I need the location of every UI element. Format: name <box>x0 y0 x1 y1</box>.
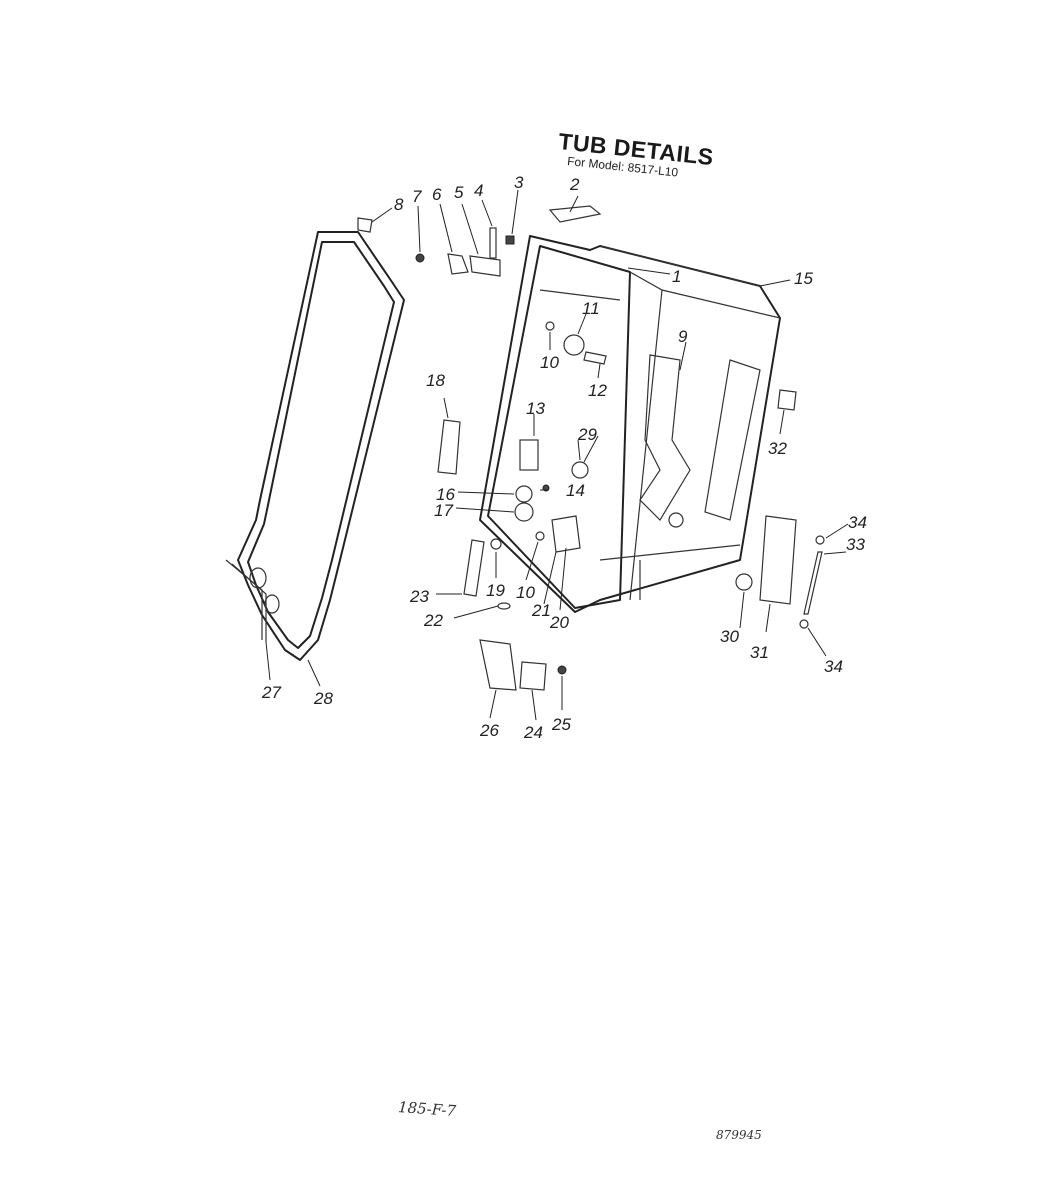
part-16 <box>515 485 533 503</box>
part-33 <box>803 551 823 615</box>
callout-33: 33 <box>846 535 865 554</box>
callout-21: 21 <box>531 601 551 620</box>
callout-10-lower: 10 <box>516 583 535 602</box>
callout-8: 8 <box>394 195 404 214</box>
part-11 <box>563 334 585 356</box>
callout-32: 32 <box>768 439 787 458</box>
part-3 <box>505 235 515 245</box>
part-31 <box>759 515 797 605</box>
callout-29: 29 <box>577 425 597 444</box>
callout-1: 1 <box>672 267 681 286</box>
callout-9: 9 <box>678 327 688 346</box>
part-30 <box>735 573 753 591</box>
part-24 <box>519 661 547 691</box>
part-5 <box>469 255 501 277</box>
callout-13: 13 <box>526 399 545 418</box>
part-23 <box>463 539 485 597</box>
callout-17: 17 <box>434 501 453 520</box>
part-4 <box>489 227 497 259</box>
callout-24: 24 <box>523 723 543 742</box>
callout-28: 28 <box>313 689 333 708</box>
callout-18: 18 <box>426 371 445 390</box>
part-17 <box>514 502 534 522</box>
callout-34-upper: 34 <box>848 513 867 532</box>
callout-26: 26 <box>479 721 499 740</box>
leader-lines <box>265 189 849 721</box>
callout-5: 5 <box>454 183 464 202</box>
tub-body <box>479 235 781 613</box>
callout-14: 14 <box>566 481 585 500</box>
part-25 <box>557 665 567 675</box>
callout-11: 11 <box>582 299 600 318</box>
callout-3: 3 <box>514 173 524 192</box>
part-8 <box>357 217 373 233</box>
part-21 <box>551 515 581 553</box>
part-26 <box>479 639 517 691</box>
callout-10-upper: 10 <box>540 353 559 372</box>
callout-22: 22 <box>423 611 443 630</box>
part-2 <box>548 205 602 223</box>
callout-15: 15 <box>794 269 813 288</box>
callout-34-lower: 34 <box>824 657 843 676</box>
callout-27: 27 <box>261 683 281 702</box>
callout-30: 30 <box>720 627 739 646</box>
part-10a <box>545 321 555 331</box>
callout-12: 12 <box>588 381 607 400</box>
callout-7: 7 <box>412 187 422 206</box>
part-7 <box>415 253 425 263</box>
part-10b <box>535 531 545 541</box>
part-code: 879945 <box>716 1128 762 1142</box>
door-gasket <box>225 231 405 661</box>
callout-6: 6 <box>432 185 442 204</box>
part-18 <box>437 419 461 475</box>
part-22 <box>497 602 511 610</box>
part-34a <box>815 535 825 545</box>
part-12 <box>583 351 607 365</box>
callout-19: 19 <box>486 581 505 600</box>
callout-16: 16 <box>436 485 455 504</box>
callout-23: 23 <box>409 587 429 606</box>
callout-31: 31 <box>750 643 769 662</box>
callout-25: 25 <box>551 715 571 734</box>
callout-4: 4 <box>474 181 483 200</box>
callout-numbers: 1 2 3 4 5 6 7 8 9 10 11 12 13 14 15 16 1… <box>261 173 867 742</box>
small-parts <box>357 205 825 691</box>
part-32 <box>777 389 797 411</box>
part-6 <box>447 253 469 275</box>
part-34b <box>799 619 809 629</box>
part-19 <box>490 538 502 550</box>
callout-2: 2 <box>569 175 580 194</box>
callout-20: 20 <box>549 613 569 632</box>
